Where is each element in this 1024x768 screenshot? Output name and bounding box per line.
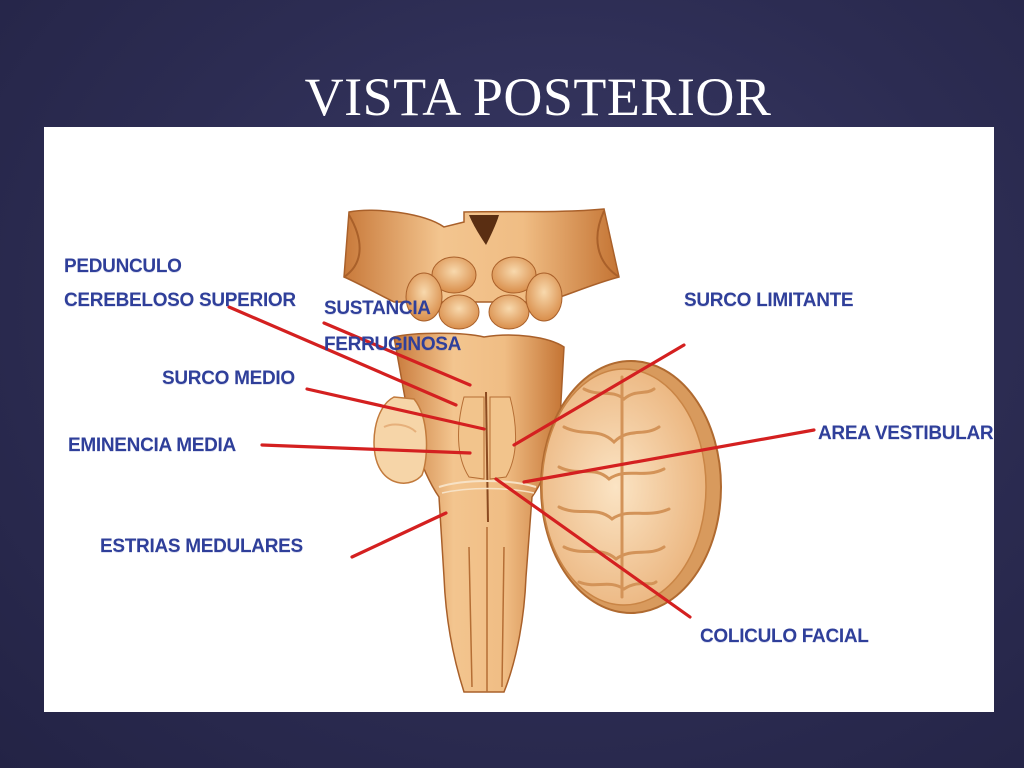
leader-eminencia [260, 443, 472, 455]
label-sustancia-line1: SUSTANCIA [324, 298, 431, 319]
leader-pedunculo [227, 305, 458, 407]
label-pedunculo-line1: PEDUNCULO [64, 256, 182, 277]
slide-title: VISTA POSTERIOR [304, 67, 772, 127]
leader-surco-limitante [512, 343, 686, 447]
leader-lines [227, 305, 816, 619]
diagram-panel: PEDUNCULO CEREBELOSO SUPERIOR SUSTANCIA … [44, 127, 994, 712]
label-eminencia-media: EMINENCIA MEDIA [68, 435, 236, 456]
label-estrias-medulares: ESTRIAS MEDULARES [100, 536, 303, 557]
cut-peduncle-left [373, 396, 428, 484]
leader-area-vestibular [522, 428, 816, 484]
leader-estrias [350, 511, 448, 559]
leader-surco-medio [305, 387, 486, 431]
brainstem-body [393, 332, 565, 693]
label-area-vestibular: AREA VESTIBULAR [818, 423, 994, 444]
label-sustancia-line2: FERRUGINOSA [324, 334, 462, 355]
label-pedunculo-line2: CEREBELOSO SUPERIOR [64, 290, 296, 311]
label-coliculo-facial: COLICULO FACIAL [700, 626, 869, 647]
label-surco-medio: SURCO MEDIO [162, 368, 295, 389]
leader-coliculo [494, 477, 692, 619]
leader-sustancia [322, 321, 472, 387]
label-surco-limitante: SURCO LIMITANTE [684, 290, 854, 311]
cerebellum-section [540, 360, 722, 614]
midbrain-region [343, 208, 620, 330]
brainstem-illustration [227, 208, 816, 693]
